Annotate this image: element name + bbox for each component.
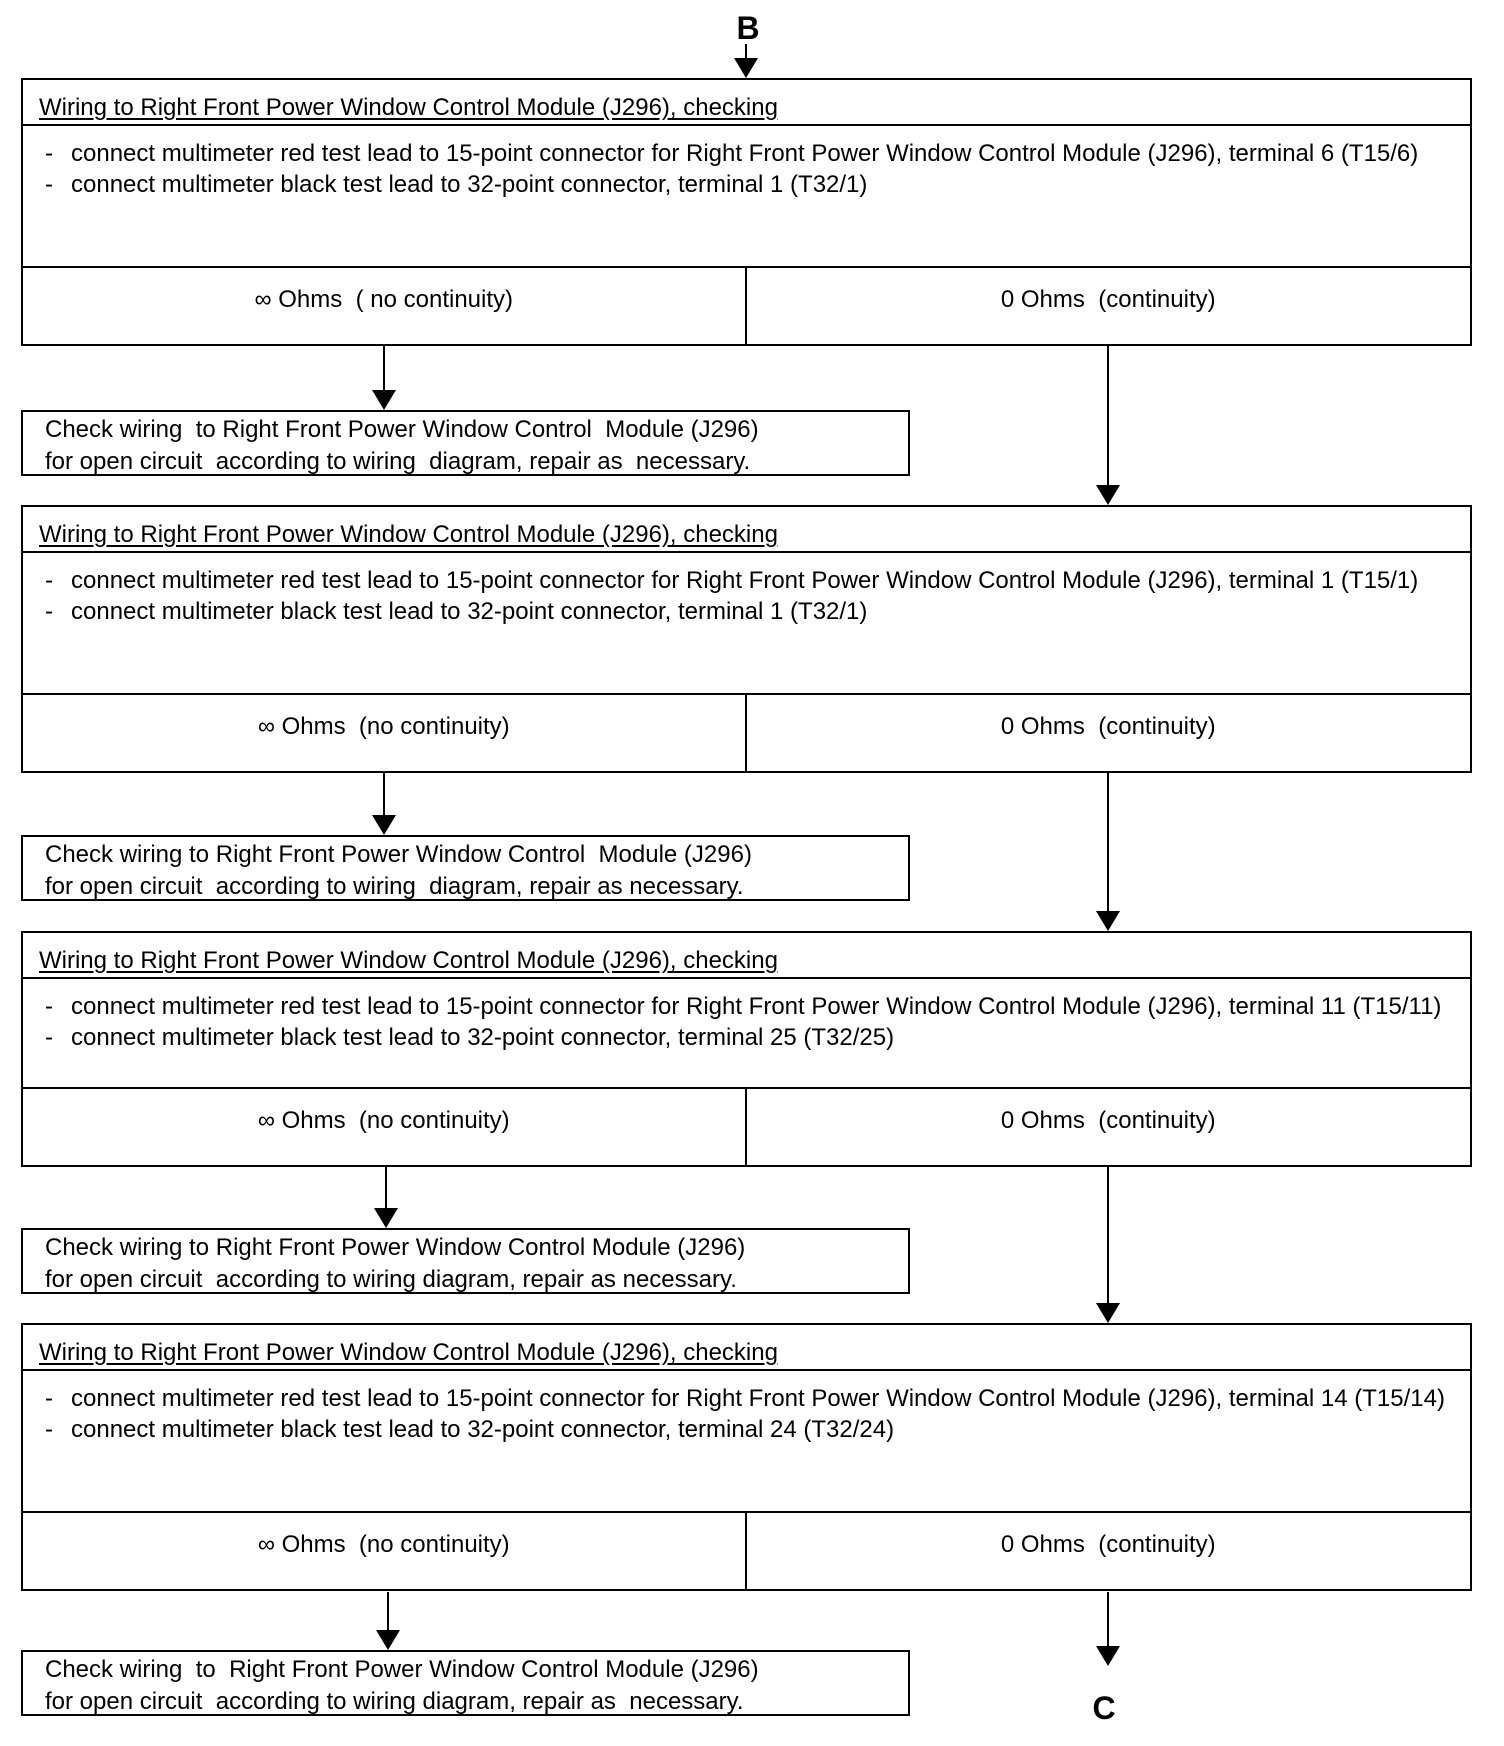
test-block-1: Wiring to Right Front Power Window Contr… <box>21 78 1472 346</box>
step-black-lead: -connect multimeter black test lead to 3… <box>45 1416 895 1443</box>
outcome-no-continuity: ∞ Ohms (no continuity) <box>23 1513 747 1589</box>
repair-instruction-1: Check wiring to Right Front Power Window… <box>21 410 910 476</box>
step-red-lead: -connect multimeter red test lead to 15-… <box>45 1385 1445 1412</box>
test-block-4: Wiring to Right Front Power Window Contr… <box>21 1323 1472 1591</box>
outcome-continuity: 0 Ohms (continuity) <box>1000 1107 1216 1134</box>
arrowhead <box>372 815 396 835</box>
step-black-lead: -connect multimeter black test lead to 3… <box>45 171 868 198</box>
repair-instruction-4: Check wiring to Right Front Power Window… <box>21 1650 910 1716</box>
test-steps: -connect multimeter red test lead to 15-… <box>23 979 1470 1089</box>
test-outcomes: ∞ Ohms (no continuity) 0 Ohms (continuit… <box>23 695 1470 771</box>
test-outcomes: ∞ Ohms (no continuity) 0 Ohms (continuit… <box>23 1089 1470 1165</box>
step-red-lead: -connect multimeter red test lead to 15-… <box>45 993 1442 1020</box>
test-outcomes: ∞ Ohms ( no continuity) 0 Ohms (continui… <box>23 268 1470 344</box>
test-title: Wiring to Right Front Power Window Contr… <box>23 933 1470 979</box>
arrowhead <box>1096 1646 1120 1666</box>
arrowhead <box>372 390 396 410</box>
test-steps: -connect multimeter red test lead to 15-… <box>23 126 1470 268</box>
step-black-lead: -connect multimeter black test lead to 3… <box>45 1024 895 1051</box>
outcome-no-continuity: ∞ Ohms ( no continuity) <box>23 268 747 344</box>
repair-instruction-3: Check wiring to Right Front Power Window… <box>21 1228 910 1294</box>
test-title: Wiring to Right Front Power Window Contr… <box>23 507 1470 553</box>
arrowhead <box>376 1630 400 1650</box>
step-red-lead: -connect multimeter red test lead to 15-… <box>45 567 1419 594</box>
outcome-continuity: 0 Ohms (continuity) <box>1000 286 1216 313</box>
outcome-continuity: 0 Ohms (continuity) <box>1000 1531 1216 1558</box>
test-title: Wiring to Right Front Power Window Contr… <box>23 80 1470 126</box>
outcome-no-continuity: ∞ Ohms (no continuity) <box>23 1089 747 1165</box>
test-block-2: Wiring to Right Front Power Window Contr… <box>21 505 1472 773</box>
test-title: Wiring to Right Front Power Window Contr… <box>23 1325 1470 1371</box>
arrowhead <box>1096 911 1120 931</box>
step-black-lead: -connect multimeter black test lead to 3… <box>45 598 868 625</box>
arrowhead <box>734 58 758 78</box>
connector-b-label: B <box>736 10 760 46</box>
test-block-3: Wiring to Right Front Power Window Contr… <box>21 931 1472 1167</box>
step-red-lead: -connect multimeter red test lead to 15-… <box>45 140 1419 167</box>
arrowhead <box>1096 485 1120 505</box>
outcome-continuity: 0 Ohms (continuity) <box>1000 713 1216 740</box>
arrowhead <box>1096 1303 1120 1323</box>
test-steps: -connect multimeter red test lead to 15-… <box>23 1371 1470 1513</box>
repair-instruction-2: Check wiring to Right Front Power Window… <box>21 835 910 901</box>
test-outcomes: ∞ Ohms (no continuity) 0 Ohms (continuit… <box>23 1513 1470 1589</box>
test-steps: -connect multimeter red test lead to 15-… <box>23 553 1470 695</box>
outcome-no-continuity: ∞ Ohms (no continuity) <box>23 695 747 771</box>
connector-c-label: C <box>1092 1690 1116 1726</box>
arrowhead <box>374 1208 398 1228</box>
